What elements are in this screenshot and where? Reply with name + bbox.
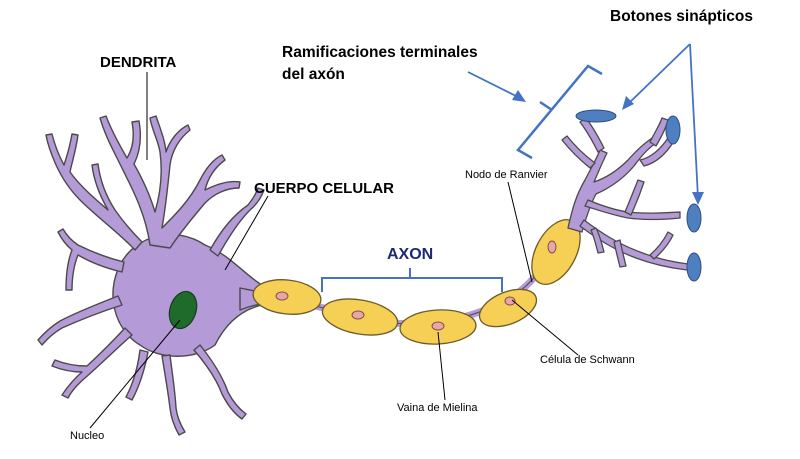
- synaptic-button: [686, 252, 702, 282]
- terminal-branch-top2: [561, 135, 596, 169]
- botones-arrow-line-2: [689, 43, 699, 199]
- dendrite-bottom: [161, 354, 186, 436]
- blue-arrows: [467, 43, 704, 205]
- terminal-branch-mid: [584, 199, 681, 221]
- label-cuerpo-celular: CUERPO CELULAR: [254, 180, 395, 197]
- label-botones: Botones sinápticos: [610, 8, 753, 25]
- dendrite-left: [57, 228, 125, 291]
- axon-bracket: [321, 268, 503, 292]
- terminal-branch-low-small2: [613, 239, 627, 268]
- terminal-branch-mid-up: [624, 179, 645, 216]
- myelin-sheath: [252, 219, 581, 345]
- dendrite-upper: [99, 115, 241, 249]
- synaptic-button: [686, 203, 702, 233]
- schwann-nucleus: [431, 321, 445, 331]
- terminal-branch-low-small: [590, 227, 605, 254]
- dendrite-lower-left: [37, 295, 123, 346]
- nucleo-line: [89, 319, 181, 429]
- schwann-nuclei: [275, 240, 557, 331]
- dendrite-bottom-right: [193, 344, 247, 420]
- schwann-nucleus: [504, 296, 516, 306]
- synaptic-button: [665, 115, 681, 145]
- label-nucleo: Nucleo: [70, 430, 105, 442]
- myelin-segment: [478, 288, 538, 328]
- botones-arrow-head-2: [692, 192, 704, 205]
- synaptic-button: [575, 109, 617, 123]
- dendrite-bottom-left: [51, 327, 133, 399]
- dendrite-right-upper: [209, 187, 265, 257]
- synaptic-buttons: [575, 109, 702, 282]
- botones-arrow-line-1: [627, 43, 691, 105]
- ramificaciones-arrow-head: [512, 90, 526, 102]
- ramificaciones-bracket: [516, 64, 603, 160]
- label-dendrita: DENDRITA: [100, 54, 177, 71]
- label-axon: AXON: [387, 246, 434, 263]
- label-ramificaciones-line2: del axón: [282, 66, 345, 83]
- schwann-nucleus: [275, 291, 289, 301]
- schwann-line: [511, 299, 579, 356]
- ramificaciones-arrow-line: [467, 71, 521, 99]
- nodo-line: [507, 181, 533, 283]
- vaina-line: [437, 331, 446, 401]
- neuron-body: [37, 115, 269, 436]
- terminal-trunk: [567, 137, 657, 233]
- label-nodo-ranvier: Nodo de Ranvier: [465, 169, 548, 181]
- schwann-nucleus: [351, 310, 365, 320]
- label-vaina-mielina: Vaina de Mielina: [397, 402, 478, 414]
- leader-lines: [89, 72, 579, 429]
- terminal-branch-low-up: [649, 231, 674, 260]
- label-ramificaciones-line1: Ramificaciones terminales: [282, 44, 478, 61]
- label-celula-schwann: Célula de Schwann: [540, 354, 635, 366]
- cuerpo-line: [224, 195, 269, 271]
- dendrite-upper-left: [45, 133, 143, 251]
- axon-terminals: [561, 117, 689, 271]
- nucleus-shape: [168, 290, 198, 330]
- dendrite-bottom-mid: [125, 349, 149, 401]
- terminal-branch-top: [579, 117, 605, 153]
- schwann-nucleus: [547, 240, 557, 254]
- botones-arrow-head-1: [622, 96, 634, 110]
